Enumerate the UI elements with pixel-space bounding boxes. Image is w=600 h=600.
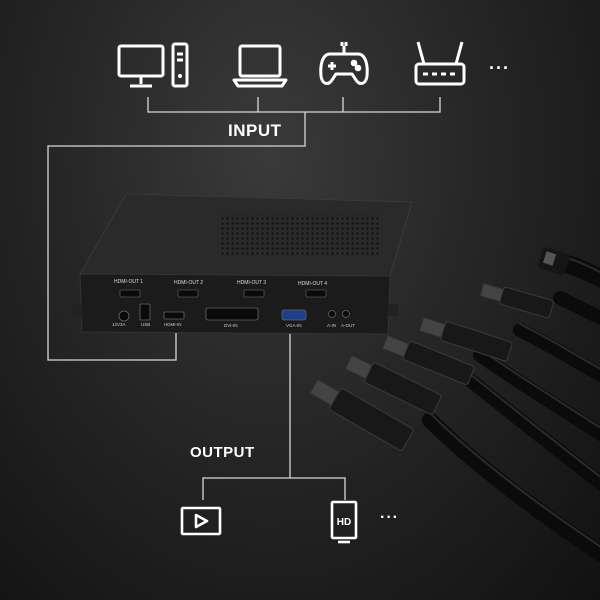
hdmi-plug-2-icon xyxy=(419,317,513,362)
output-label: OUTPUT xyxy=(190,444,255,461)
port-label-hdmi-in: HDMI-IN xyxy=(164,322,182,327)
dc-plug-icon xyxy=(538,247,570,275)
port-label-a-in: A-IN xyxy=(327,323,336,328)
port-label-power: 12V3A xyxy=(112,322,126,327)
hdmi-plug-1-icon xyxy=(480,283,554,319)
hdmi-splitter-device xyxy=(72,193,413,335)
port-label-vga-in: VGA-IN xyxy=(286,323,302,328)
port-label-usb: USB xyxy=(141,322,151,327)
router-icon xyxy=(414,41,466,86)
input-label: INPUT xyxy=(228,121,282,140)
port-label-dvi-in: DVI-IN xyxy=(224,323,238,328)
hdmi-plug-3-icon xyxy=(382,335,475,385)
desktop-pc-icon xyxy=(117,42,189,88)
svg-text:HD: HD xyxy=(337,517,351,528)
more-outputs-icon: ··· xyxy=(380,509,399,526)
hdmi-plug-5-icon xyxy=(309,379,414,451)
port-label-hdmi-out-1: HDMI-OUT 1 xyxy=(114,279,144,285)
more-inputs-icon: ··· xyxy=(489,58,510,78)
port-label-hdmi-out-2: HDMI-OUT 2 xyxy=(174,280,204,286)
video-player-icon xyxy=(180,506,222,536)
hd-display-icon: HD xyxy=(330,500,358,544)
hdmi-plug-4-icon xyxy=(345,355,442,415)
gamepad-icon xyxy=(319,42,369,85)
port-label-hdmi-out-4: HDMI-OUT 4 xyxy=(298,281,328,287)
laptop-icon xyxy=(232,44,288,88)
port-label-a-out: A-OUT xyxy=(341,323,355,328)
port-label-hdmi-out-3: HDMI-OUT 3 xyxy=(237,280,267,286)
vent-grid xyxy=(220,214,380,256)
